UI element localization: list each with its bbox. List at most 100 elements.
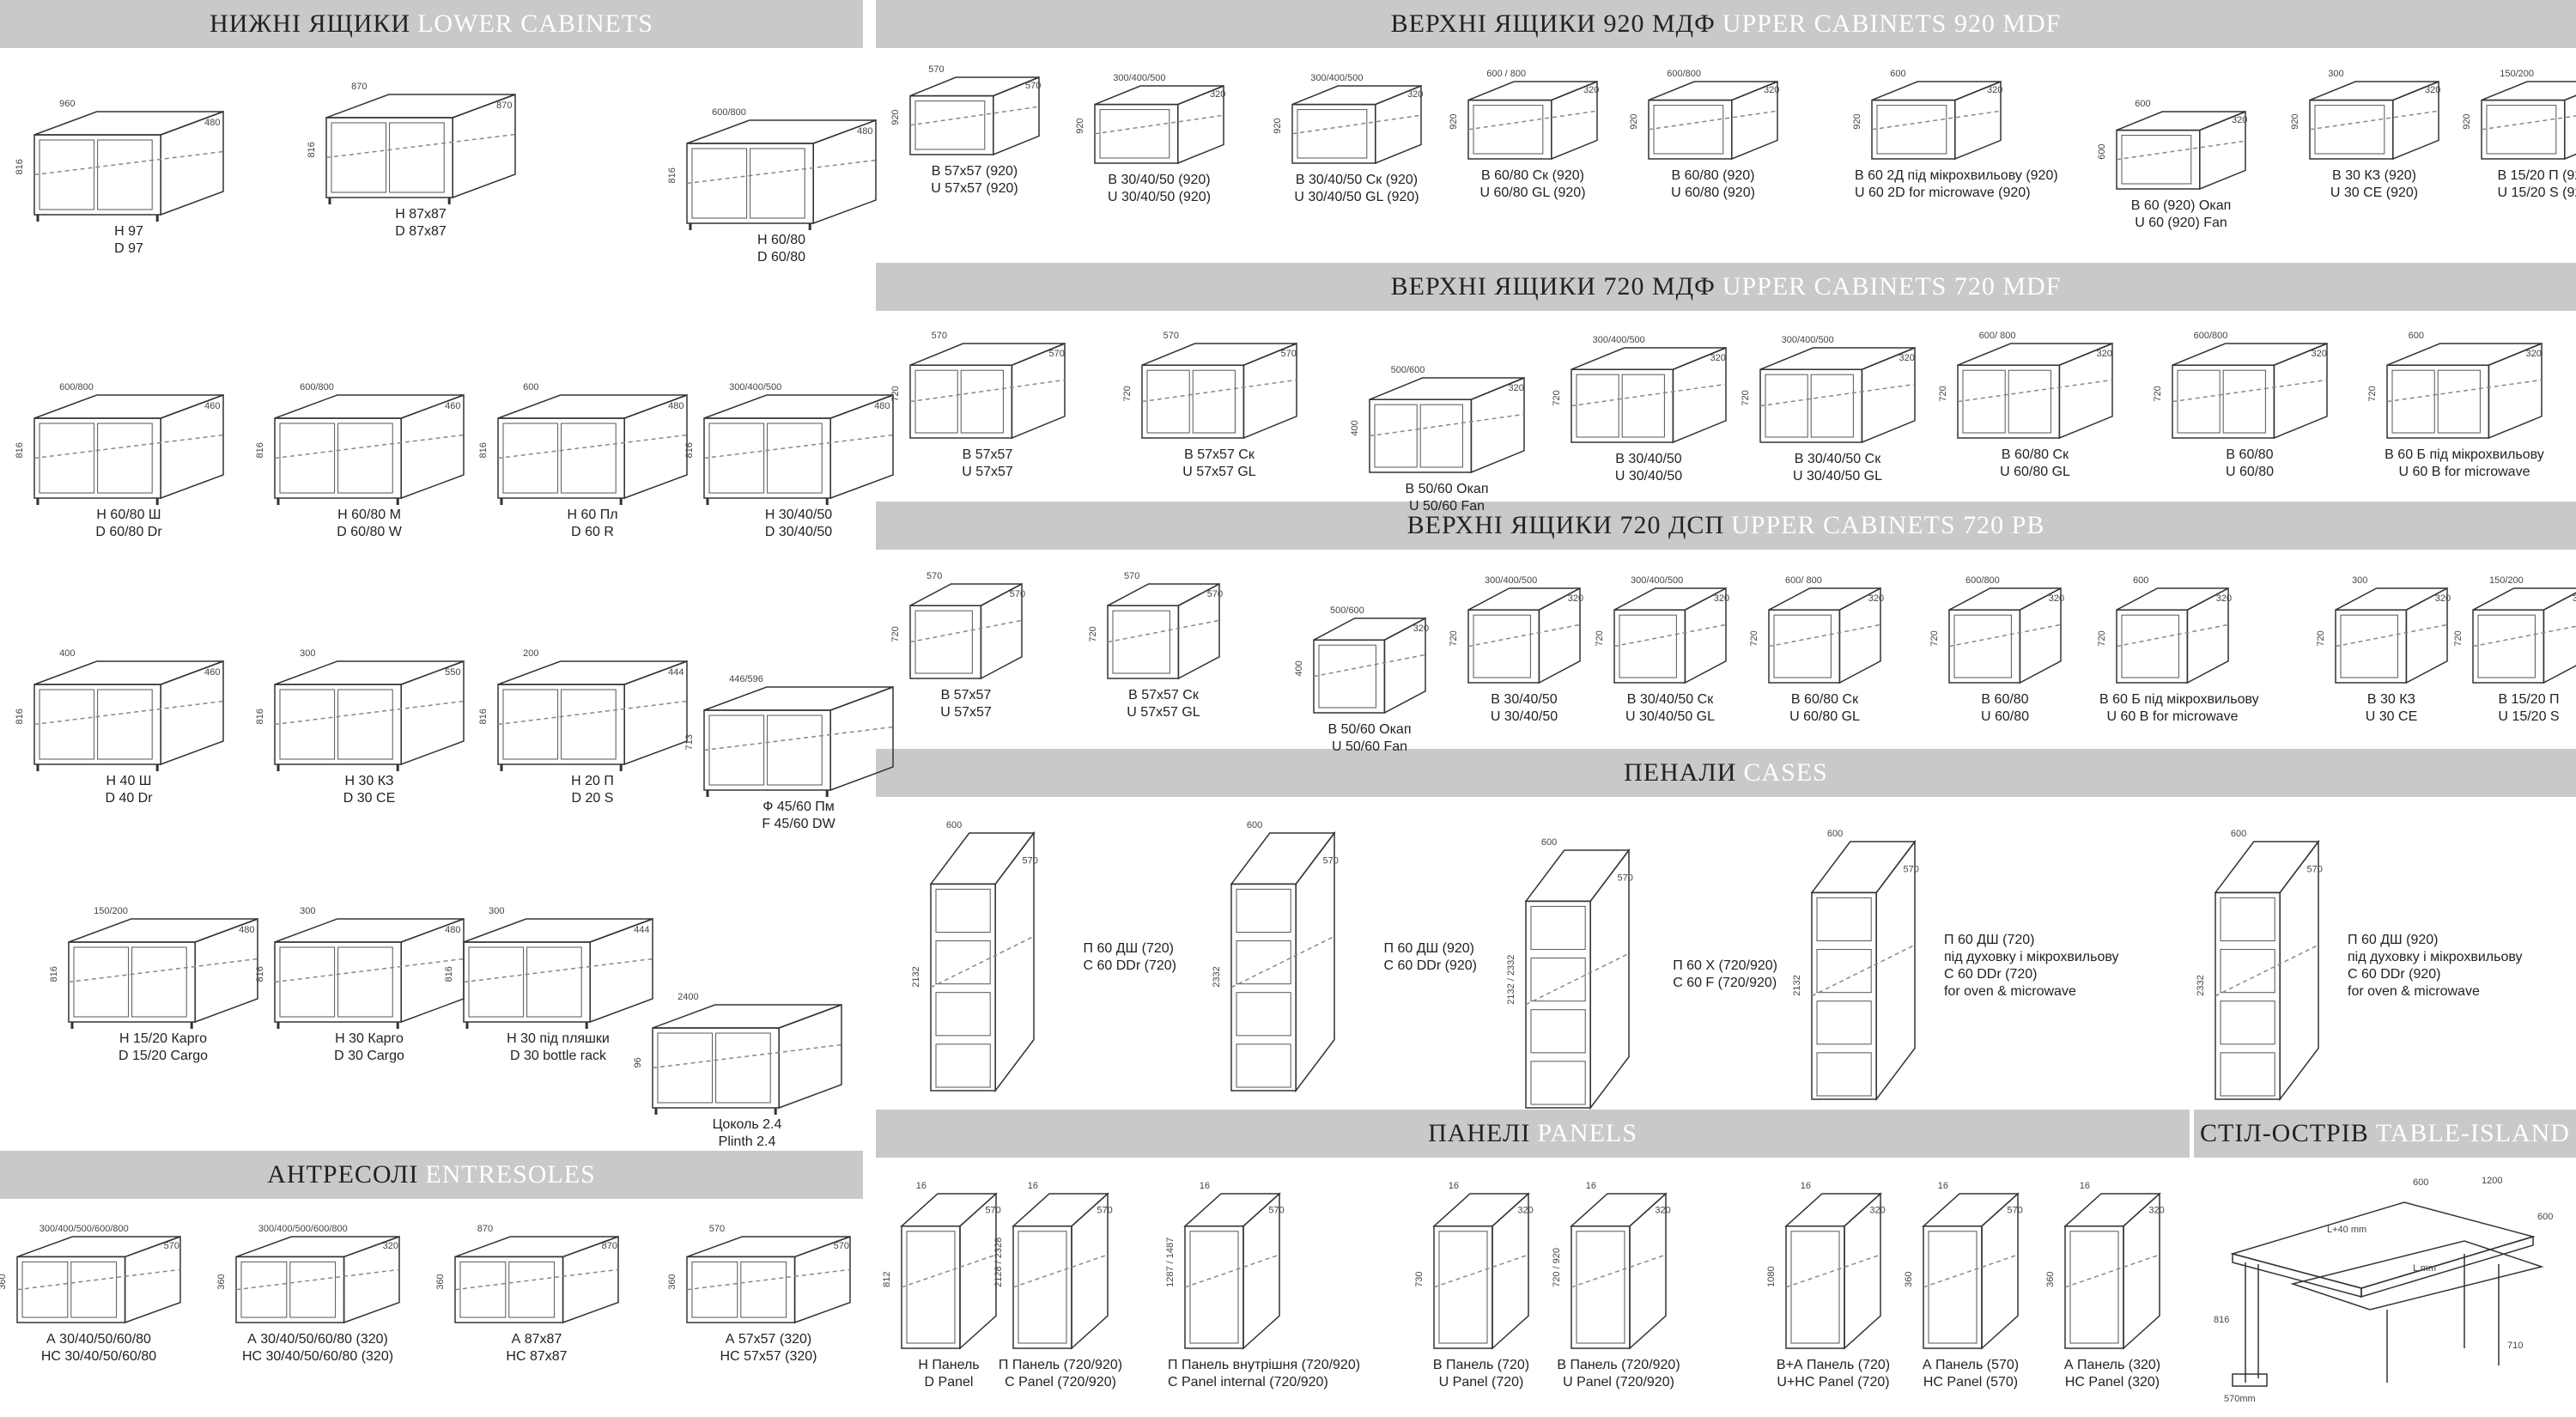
width-dim: 300 — [489, 906, 504, 916]
height-dim: 920 — [1075, 118, 1085, 133]
caption-en: U 60 B for microwave — [2398, 465, 2530, 479]
caption-ua: В 57x57 Ск — [1184, 447, 1255, 462]
height-dim: 920 — [2290, 113, 2300, 129]
caption-ua: Н 15/20 Карго — [119, 1031, 207, 1046]
height-dim: 720 — [2316, 630, 2326, 646]
caption-en: НС 87x87 — [506, 1349, 568, 1364]
island-l1-dim: L+40 mm — [2327, 1225, 2366, 1235]
caption-ua: В 57x57 — [962, 447, 1013, 462]
case-caption-line: під духовку і мікрохвильову — [2348, 950, 2523, 964]
height-dim: 1287 / 1487 — [1165, 1238, 1176, 1287]
caption-en: С Panel internal (720/920) — [1168, 1375, 1328, 1390]
caption-en: Plinth 2.4 — [718, 1134, 776, 1149]
height-dim: 816 — [49, 966, 59, 982]
caption-ua: В 15/20 П — [2498, 692, 2560, 707]
width-dim: 446/596 — [729, 674, 763, 684]
caption-en: НС Panel (570) — [1923, 1375, 2019, 1390]
island-table-icon: 600 1200 600 L+40 mm L mm 816 710 570mm — [2214, 1176, 2553, 1404]
section-header-island: СТІЛ-ОСТРІВ TABLE-ISLAND — [2194, 1110, 2576, 1158]
height-dim: 2332 — [1212, 966, 1222, 987]
caption-ua: Н 87x87 — [395, 207, 447, 222]
width-dim: 300/400/500 — [1631, 575, 1683, 586]
depth-dim: 570 — [985, 1206, 1000, 1216]
island-w2-dim: 1200 — [2482, 1176, 2502, 1186]
depth-dim: 460 — [204, 667, 220, 678]
case-caption-line: під духовку і мікрохвильову — [1944, 950, 2119, 964]
caption-ua: В 60/80 Ск — [2001, 447, 2069, 462]
caption-en: D 60/80 — [756, 250, 806, 265]
depth-dim: 460 — [204, 401, 220, 411]
island-h-dim: 816 — [2214, 1315, 2229, 1325]
height-dim: 360 — [216, 1274, 227, 1289]
caption-ua: А Панель (320) — [2063, 1358, 2161, 1372]
width-dim: 570 — [932, 331, 947, 341]
caption-ua: В 50/60 Окап — [1405, 482, 1489, 496]
depth-dim: 570 — [1322, 856, 1338, 867]
caption-en: U 57x57 (920) — [931, 181, 1018, 196]
cabinet-drawing-icon: 446/596 713 — [684, 674, 894, 797]
width-dim: 150/200 — [94, 906, 128, 916]
depth-dim: 320 — [1413, 623, 1429, 634]
caption-ua: В 60 Б під мікрохвильову — [2385, 447, 2544, 462]
width-dim: 600/800 — [59, 382, 94, 392]
depth-dim: 570 — [1618, 873, 1633, 884]
depth-dim: 320 — [2232, 115, 2247, 125]
caption-ua: П Панель (720/920) — [998, 1358, 1123, 1372]
caption-ua: В 30/40/50 — [1491, 692, 1558, 707]
height-dim: 96 — [633, 1057, 643, 1067]
section-title-ua: НИЖНІ ЯЩИКИ — [210, 9, 411, 38]
caption-en: U 30/40/50 (920) — [1107, 190, 1212, 204]
height-dim: 713 — [684, 734, 695, 750]
width-dim: 600/800 — [300, 382, 334, 392]
island-h2-dim: 710 — [2507, 1341, 2523, 1351]
width-dim: 600 — [1247, 820, 1262, 830]
caption-ua: В 60/80 Ск (920) — [1481, 168, 1584, 183]
section-title-en: CASES — [1743, 758, 1828, 787]
caption-en: U 60/80 — [1980, 709, 2030, 724]
caption-en: U 60 2D for microwave (920) — [1855, 185, 2031, 200]
depth-dim: 320 — [1899, 353, 1915, 363]
caption-ua: В 30/40/50 Ск — [1626, 692, 1714, 707]
height-dim: 920 — [1449, 113, 1459, 129]
depth-dim: 320 — [2049, 593, 2064, 604]
width-dim: 570 — [927, 571, 942, 581]
width-dim: 300 — [300, 906, 315, 916]
caption-ua: В 57x57 (920) — [931, 164, 1018, 179]
section-header-upper920: ВЕРХНІ ЯЩИКИ 920 МДФ UPPER CABINETS 920 … — [876, 0, 2576, 48]
caption-en: С Panel (720/920) — [1005, 1375, 1116, 1390]
height-dim: 720 — [1741, 390, 1751, 405]
height-dim: 1080 — [1766, 1266, 1777, 1286]
depth-dim: 480 — [857, 126, 872, 137]
width-dim: 600/800 — [1667, 69, 1701, 79]
caption-en: U 30/40/50 — [1490, 709, 1558, 724]
depth-dim: 870 — [496, 100, 512, 111]
caption-en: U 57x57 — [940, 705, 992, 720]
depth-dim: 480 — [874, 401, 890, 411]
width-dim: 150/200 — [2489, 575, 2524, 586]
height-dim: 720 — [1552, 390, 1562, 405]
case-caption-line: П 60 ДШ (720) — [1944, 933, 2035, 947]
width-dim: 600 — [1541, 837, 1557, 848]
caption-ua: Н 60/80 — [756, 233, 806, 247]
depth-dim: 320 — [2425, 85, 2440, 95]
case-caption-line: С 60 DDr (720) — [1944, 967, 2038, 982]
